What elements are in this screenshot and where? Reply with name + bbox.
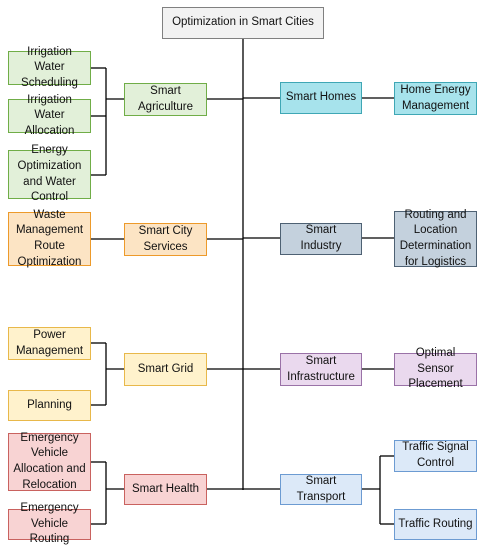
branch-smart-grid: Smart Grid	[124, 353, 207, 386]
leaf-traffic-signal-control: Traffic Signal Control	[394, 440, 477, 472]
leaf-irrigation-water-scheduling: Irrigation Water Scheduling	[8, 46, 91, 89]
leaf-traffic-routing: Traffic Routing	[394, 509, 477, 540]
root-node-title: Optimization in Smart Cities	[162, 7, 324, 39]
leaf-planning: Planning	[8, 390, 91, 421]
leaf-home-energy-management: Home Energy Management	[394, 82, 477, 115]
leaf-waste-management-route-optimization: Waste Management Route Optimization	[8, 209, 91, 268]
branch-smart-agriculture: Smart Agriculture	[124, 83, 207, 116]
leaf-energy-optimization-water-control: Energy Optimization and Water Control	[8, 144, 91, 203]
branch-smart-health: Smart Health	[124, 474, 207, 505]
branch-smart-infrastructure: Smart Infrastructure	[280, 353, 362, 386]
leaf-emergency-vehicle-routing: Emergency Vehicle Routing	[8, 502, 91, 545]
branch-smart-industry: Smart Industry	[280, 223, 362, 255]
branch-smart-transport: Smart Transport	[280, 474, 362, 505]
branch-smart-homes: Smart Homes	[280, 82, 362, 114]
leaf-routing-location-determination-logistics: Routing and Location Determination for L…	[394, 209, 477, 268]
branch-smart-city-services: Smart City Services	[124, 223, 207, 256]
leaf-irrigation-water-allocation: Irrigation Water Allocation	[8, 94, 91, 137]
leaf-optimal-sensor-placement: Optimal Sensor Placement	[394, 347, 477, 390]
leaf-power-management: Power Management	[8, 327, 91, 360]
leaf-emergency-vehicle-allocation-relocation: Emergency Vehicle Allocation and Relocat…	[8, 432, 91, 491]
